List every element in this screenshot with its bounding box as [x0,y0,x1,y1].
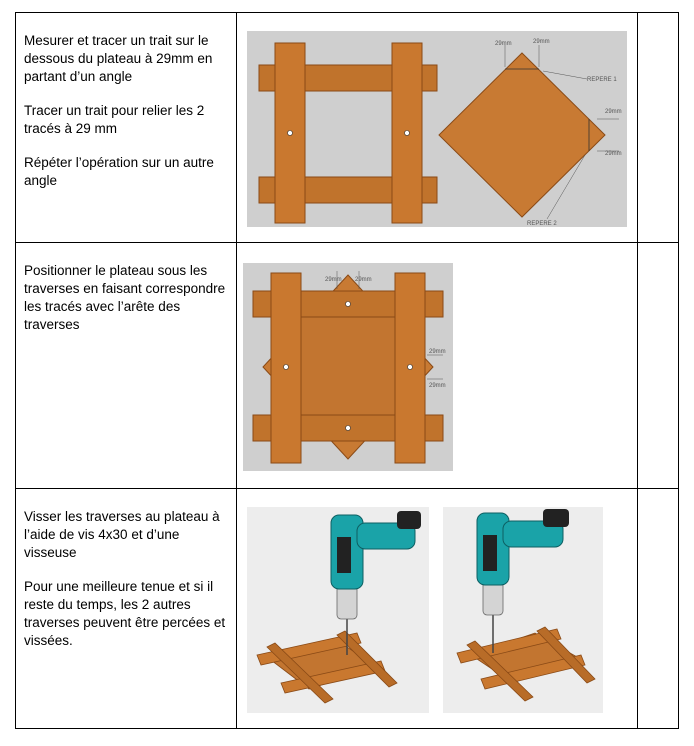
step-2-image-cell: 29mm 29mm 29mm 29mm [236,242,638,489]
dim-label-3: 29mm [605,109,622,115]
marker-label-2: REPERE 2 [527,221,557,227]
step-row-3: Visser les traverses au plateau à l’aide… [15,488,679,729]
step-1-image-cell: 29mm 29mm 29mm 29mm REPERE 1 REPERE 2 [236,12,638,243]
step-1-empty-cell [637,12,679,243]
step-3-figure-2 [443,507,603,713]
steps-table: Mesurer et tracer un trait sur le dessou… [15,12,679,729]
step-2-figure: 29mm 29mm 29mm 29mm [243,263,453,471]
dim-label-5: 29mm [325,277,342,283]
step-3-empty-cell [637,488,679,729]
step-1-figure: 29mm 29mm 29mm 29mm REPERE 1 REPERE 2 [247,31,627,227]
step-1-paragraph-1: Mesurer et tracer un trait sur le dessou… [24,33,213,84]
step-1-paragraph-2: Tracer un trait pour relier les 2 tracés… [24,103,205,136]
step-1-text-cell: Mesurer et tracer un trait sur le dessou… [15,12,237,243]
step-row-1: Mesurer et tracer un trait sur le dessou… [15,12,679,243]
step-3-image-cell [236,488,638,729]
dim-label-6: 29mm [355,277,372,283]
dim-label-1: 29mm [495,41,512,47]
step-3-figure-1 [247,507,429,713]
dim-label-8: 29mm [429,383,446,389]
step-1-paragraph-3: Répéter l’opération sur un autre angle [24,155,214,188]
step-3-paragraph-2: Pour une meilleure tenue et si il reste … [24,579,226,648]
step-3-text-cell: Visser les traverses au plateau à l’aide… [15,488,237,729]
step-2-empty-cell [637,242,679,489]
marker-label-1: REPERE 1 [587,77,617,83]
dim-label-4: 29mm [605,151,622,157]
step-2-paragraph-1: Positionner le plateau sous les traverse… [24,263,226,332]
dim-label-7: 29mm [429,349,446,355]
dim-label-2: 29mm [533,39,550,45]
step-row-2: Positionner le plateau sous les traverse… [15,242,679,489]
step-3-paragraph-1: Visser les traverses au plateau à l’aide… [24,509,220,560]
step-2-text-cell: Positionner le plateau sous les traverse… [15,242,237,489]
